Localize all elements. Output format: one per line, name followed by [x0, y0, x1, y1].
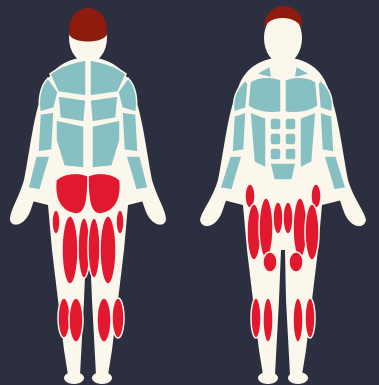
calf-front-left-outer: [251, 298, 261, 338]
knee-quad-right: [289, 252, 303, 272]
calf-right-inner: [97, 298, 111, 342]
quad-left-mid: [259, 198, 273, 258]
ab-lower: [270, 163, 296, 180]
adductor-back-right: [116, 210, 124, 234]
infraspinatus-left: [58, 96, 86, 122]
adductor-right: [283, 202, 293, 234]
ab-2-right: [285, 133, 296, 145]
adductor-back-left: [52, 210, 60, 234]
calf-left-inner: [69, 298, 83, 342]
biceps-left: [232, 112, 246, 152]
calf-right-outer: [112, 298, 124, 338]
biceps-right: [320, 112, 334, 152]
back-body-silhouette: [10, 13, 166, 384]
deltoid-front-right: [318, 80, 333, 112]
ab-1-left: [270, 118, 281, 130]
quad-right-outer: [305, 204, 319, 260]
front-body-silhouette: [200, 12, 366, 384]
triceps-right: [122, 112, 138, 152]
ab-2-left: [270, 133, 281, 145]
adductor-left: [273, 202, 283, 234]
knee-quad-left: [263, 252, 277, 272]
front-view-figure: [200, 6, 366, 384]
infraspinatus-right: [90, 96, 118, 122]
tibialis-left: [263, 298, 273, 342]
back-view-figure: [10, 8, 166, 384]
calf-front-right-outer: [305, 298, 315, 338]
pectoral-left: [248, 77, 281, 113]
deltoid-front-left: [234, 80, 249, 112]
pectoral-right: [285, 77, 318, 113]
hamstring-right-outer: [100, 216, 116, 284]
ab-3-left: [270, 148, 281, 160]
tibialis-right: [293, 298, 303, 342]
hamstring-right-inner: [88, 218, 100, 278]
ab-1-right: [285, 118, 296, 130]
calf-left-outer: [58, 298, 70, 338]
triceps-left: [38, 112, 54, 152]
back-hair: [69, 8, 107, 42]
ab-3-right: [285, 148, 296, 160]
hamstring-left-outer: [62, 216, 78, 284]
